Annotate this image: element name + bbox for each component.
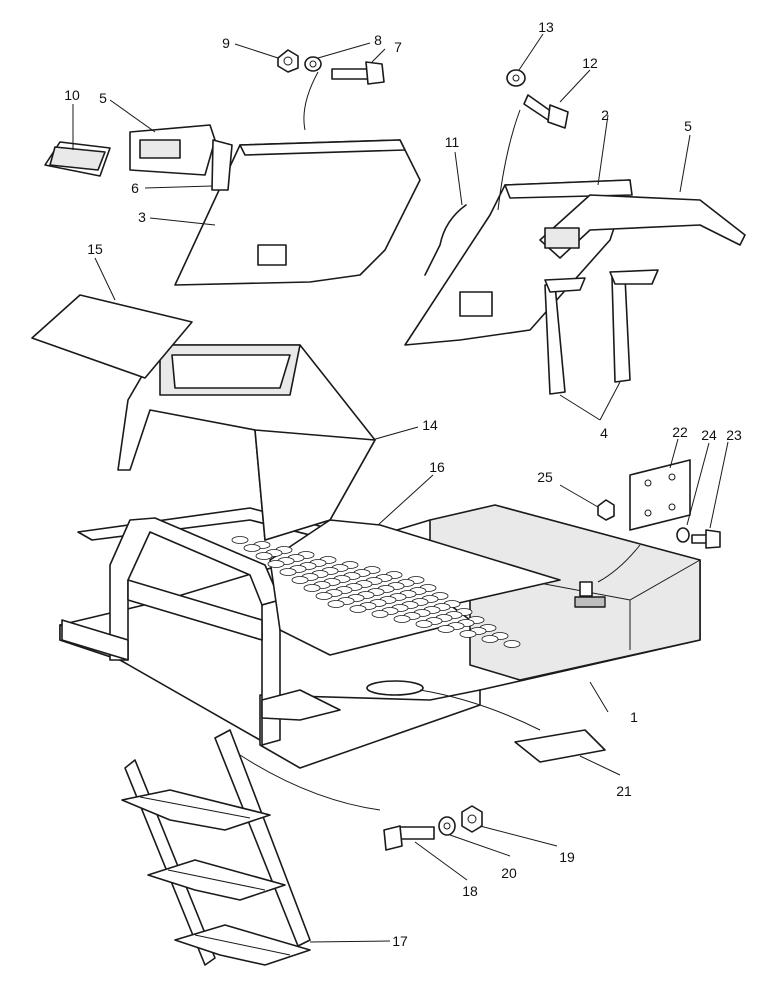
mat-tread-cell	[349, 605, 367, 613]
callout-20: 20	[501, 865, 517, 881]
callout-5-right: 5	[684, 118, 692, 134]
mat-tread-cell	[415, 620, 433, 628]
callout-19: 19	[559, 849, 575, 865]
right-fender	[404, 179, 746, 346]
mount-bracket	[44, 141, 111, 177]
mat-tread-cell	[255, 552, 273, 560]
callout-18: 18	[462, 883, 478, 899]
callout-23: 23	[726, 427, 742, 443]
mat-tread-cell	[371, 610, 389, 618]
callout-10: 10	[64, 87, 80, 103]
callout-12: 12	[582, 55, 598, 71]
callout-2: 2	[601, 107, 609, 123]
callout-16: 16	[429, 459, 445, 475]
callout-11: 11	[445, 134, 460, 150]
mat-tread-cell	[303, 584, 321, 592]
mat-tread-cell	[267, 560, 285, 568]
cover-plate	[514, 729, 606, 763]
callout-9: 9	[222, 35, 230, 51]
support-channels	[544, 269, 659, 395]
callout-3: 3	[138, 209, 146, 225]
callout-1: 1	[630, 709, 638, 725]
callout-14: 14	[422, 417, 438, 433]
mat-tread-cell	[231, 536, 249, 544]
leader-lines	[72, 33, 729, 943]
mat-tread-cell	[243, 544, 261, 552]
hardware-parts	[277, 49, 721, 851]
callout-labels: 1 2 3 4 5 5 6 7 8 9 10 11 12 13 14 15 16…	[64, 19, 742, 949]
step-ladder	[121, 729, 311, 966]
handrail-frame	[61, 507, 471, 746]
mat-tread-cell	[503, 640, 521, 648]
access-panel	[31, 294, 193, 379]
callout-7: 7	[394, 39, 402, 55]
callout-17: 17	[392, 933, 408, 949]
callout-21: 21	[616, 783, 632, 799]
callout-6: 6	[131, 180, 139, 196]
mat-tread-cell	[437, 625, 455, 633]
mat-tread-cell	[279, 568, 297, 576]
latch-rod	[424, 204, 467, 276]
mat-tread-cell	[315, 592, 333, 600]
mounting-plate	[629, 459, 691, 531]
callout-5-left: 5	[99, 90, 107, 106]
mat-tread-cell	[393, 615, 411, 623]
mat-tread-cell	[459, 630, 477, 638]
mat-tread-cell	[481, 635, 499, 643]
callout-15: 15	[87, 241, 103, 257]
floor-mat	[231, 519, 561, 656]
callout-24: 24	[701, 427, 717, 443]
callout-22: 22	[672, 424, 688, 440]
callout-8: 8	[374, 32, 382, 48]
mat-tread-cell	[291, 576, 309, 584]
callout-13: 13	[538, 19, 554, 35]
left-fender	[129, 124, 421, 286]
callout-4: 4	[600, 425, 608, 441]
console-hood	[117, 344, 376, 541]
mat-tread-cell	[327, 600, 345, 608]
callout-25: 25	[537, 469, 553, 485]
